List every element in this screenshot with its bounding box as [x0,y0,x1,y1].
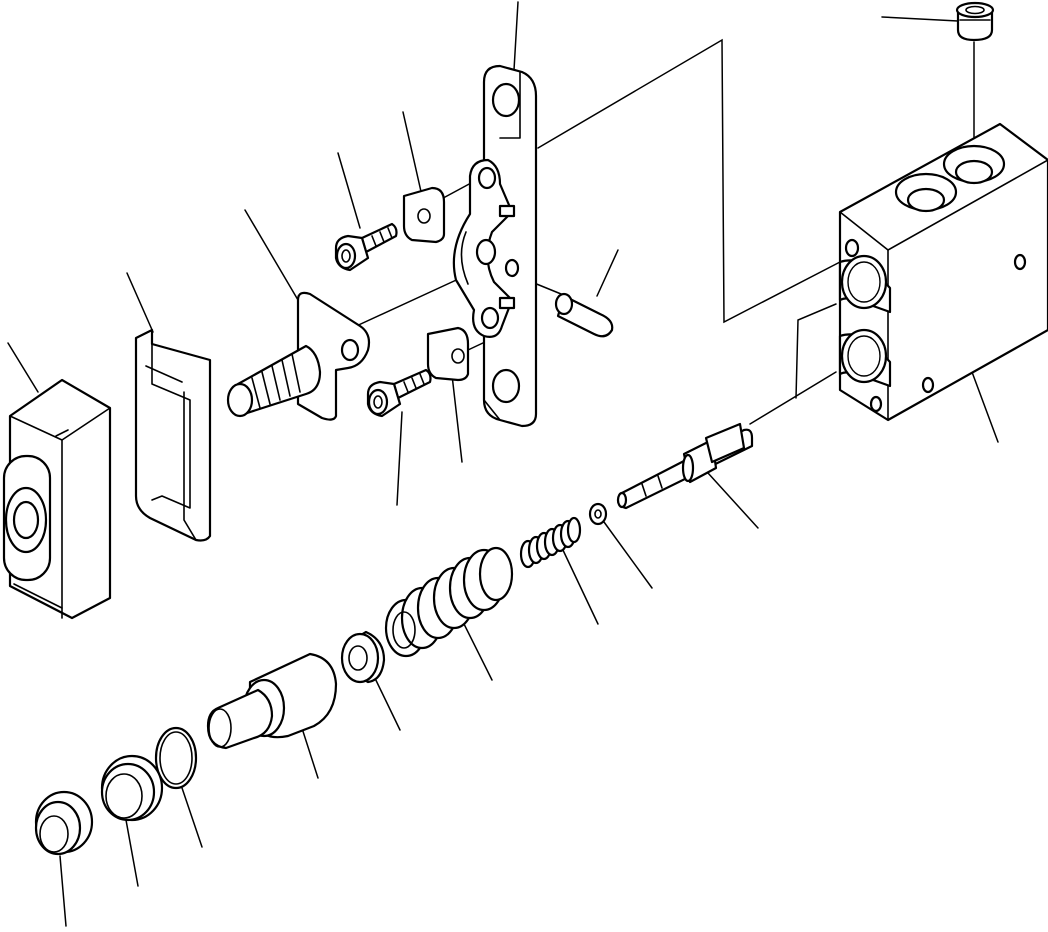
spool-actuator [226,291,371,421]
seal-ring [34,790,94,856]
leader-end-cap [7,342,39,393]
leader-gasket [126,272,154,333]
leader-spool-axis [749,371,837,425]
leader-dowel [596,249,619,297]
leader-seal-ring [59,855,67,927]
valve-body [838,122,1048,422]
leader-body [971,371,999,443]
leader-spool-bore [795,303,837,399]
gasket-cover [134,328,212,542]
small-washer [588,502,608,526]
o-ring [154,726,198,790]
shim-plate-lower [426,326,470,382]
dowel-pin [554,292,614,338]
leader-actuator [244,209,299,301]
leader-cap-plug [881,16,959,22]
socket-screw-upper [334,222,398,272]
valve-spool [616,422,754,510]
cap-plug [955,1,995,42]
leader-small-spring [561,547,599,625]
leader-o-ring [179,781,203,848]
large-spring [384,546,514,658]
detent-lever [452,158,516,338]
leader-shim-upper [402,111,423,197]
end-cap-housing [2,378,112,620]
leader-large-spring [461,619,493,681]
leader-mounting-plate [513,1,519,71]
small-spring [519,516,582,569]
leader-washer [603,521,653,589]
leader-retainer [371,671,401,731]
backup-ring [100,754,164,822]
leader-screw-lower [396,411,403,506]
shim-plate-upper [402,186,446,244]
leader-screw-upper [337,152,361,229]
socket-screw-lower [366,368,432,418]
leader-plate-to-body [537,38,841,324]
leader-shim-lower [451,374,463,463]
spring-retainer [340,630,386,684]
mounting-plate [482,64,538,428]
leader-backup-ring [125,819,139,887]
piston-plunger [206,652,338,750]
